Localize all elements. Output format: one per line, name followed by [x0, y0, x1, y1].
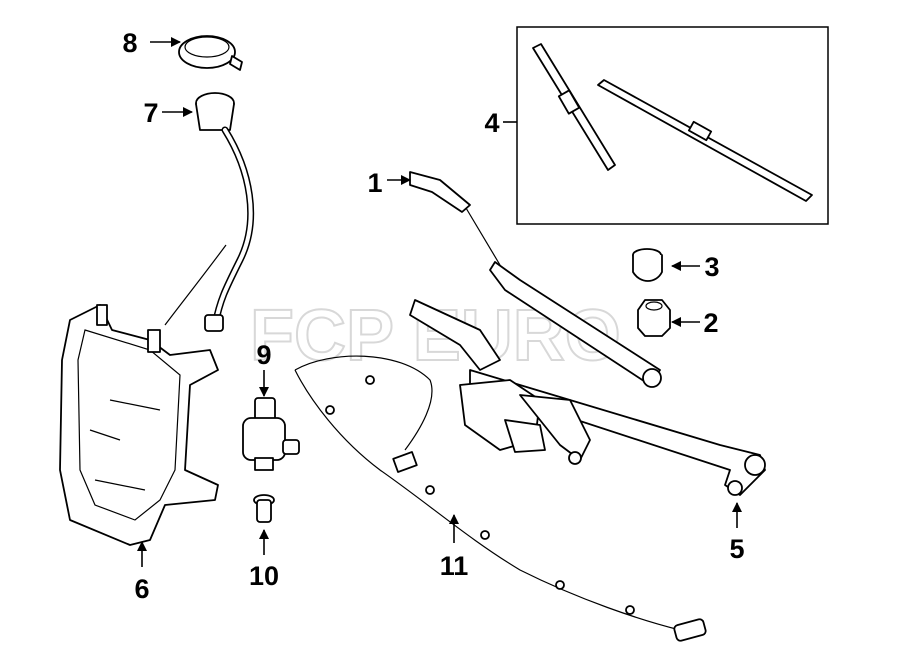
pump-grommet[interactable]: [253, 494, 275, 523]
wiper-blades[interactable]: [516, 26, 829, 225]
pivot-cap[interactable]: [632, 248, 663, 282]
callout-6: 6: [134, 574, 149, 604]
reservoir-cap[interactable]: [178, 35, 243, 71]
callout-7: 7: [143, 98, 158, 128]
callout-4: 4: [484, 108, 499, 138]
filler-neck[interactable]: [164, 92, 255, 332]
callout-2: 2: [703, 308, 718, 338]
washer-reservoir[interactable]: [59, 304, 219, 546]
callout-9: 9: [256, 340, 271, 370]
callout-11: 11: [440, 551, 469, 581]
blades-box: [516, 26, 829, 225]
washer-hose[interactable]: [294, 355, 707, 642]
callout-3: 3: [704, 252, 719, 282]
callout-8: 8: [122, 28, 137, 58]
callout-10: 10: [249, 561, 279, 591]
callout-5: 5: [729, 534, 744, 564]
callout-labels: 8 7 1 4 3 2 9 6 10 11 5: [122, 28, 744, 604]
wiper-arm[interactable]: [409, 171, 662, 388]
callout-1: 1: [367, 168, 382, 198]
wiper-linkage-motor[interactable]: [409, 299, 766, 496]
callout-leaders: [137, 37, 742, 567]
pivot-nut[interactable]: [637, 299, 671, 337]
washer-pump[interactable]: [242, 397, 300, 471]
